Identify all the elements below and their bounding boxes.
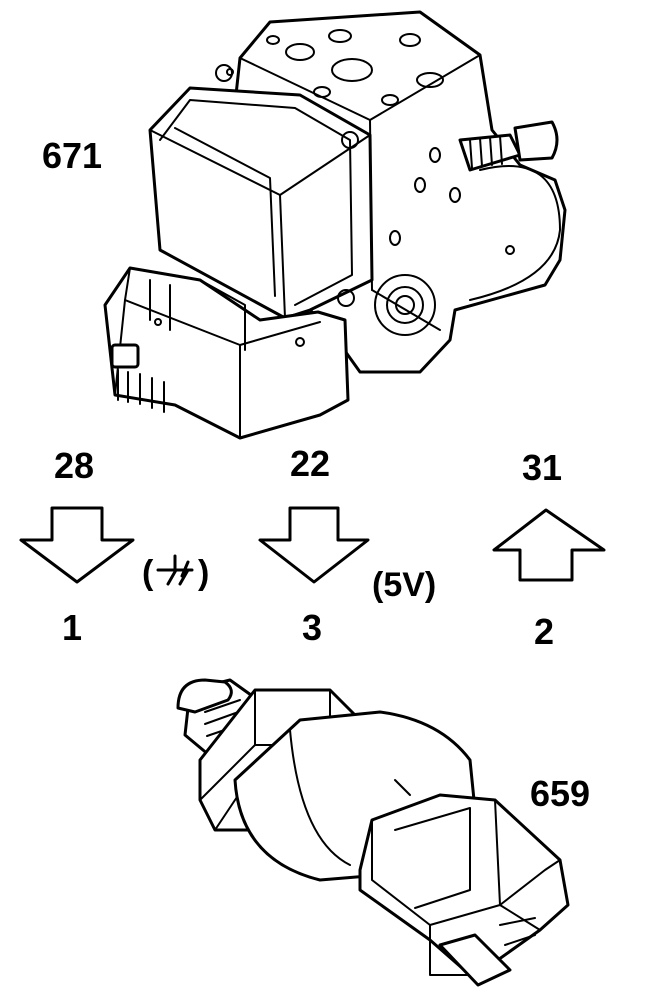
pressure-sensor-label: 659 <box>530 773 590 814</box>
voltage-note: (5V) <box>372 566 436 604</box>
sensor-pin-label: 1 <box>62 607 82 648</box>
connection-pin-31-to-2: 31 2 <box>492 447 606 652</box>
connection-pin-28-to-1: 28 ( ) 1 <box>19 445 209 648</box>
svg-text:(: ( <box>142 554 154 592</box>
arrow-down-icon <box>258 506 370 584</box>
abs-unit-label: 671 <box>42 135 102 176</box>
ground-symbol-icon: ( ) <box>142 554 209 592</box>
unit-pin-label: 31 <box>522 447 562 488</box>
arrow-up-icon <box>492 508 606 582</box>
svg-text:): ) <box>198 554 209 592</box>
unit-pin-label: 22 <box>290 443 330 484</box>
abs-hydraulic-unit-drawing <box>103 10 567 440</box>
sensor-pin-label: 3 <box>302 607 322 648</box>
connection-pin-22-to-3: 22 (5V) 3 <box>258 443 436 648</box>
pressure-sensor-drawing <box>176 678 570 987</box>
sensor-pin-label: 2 <box>534 611 554 652</box>
unit-pin-label: 28 <box>54 445 94 486</box>
arrow-down-icon <box>19 506 135 584</box>
